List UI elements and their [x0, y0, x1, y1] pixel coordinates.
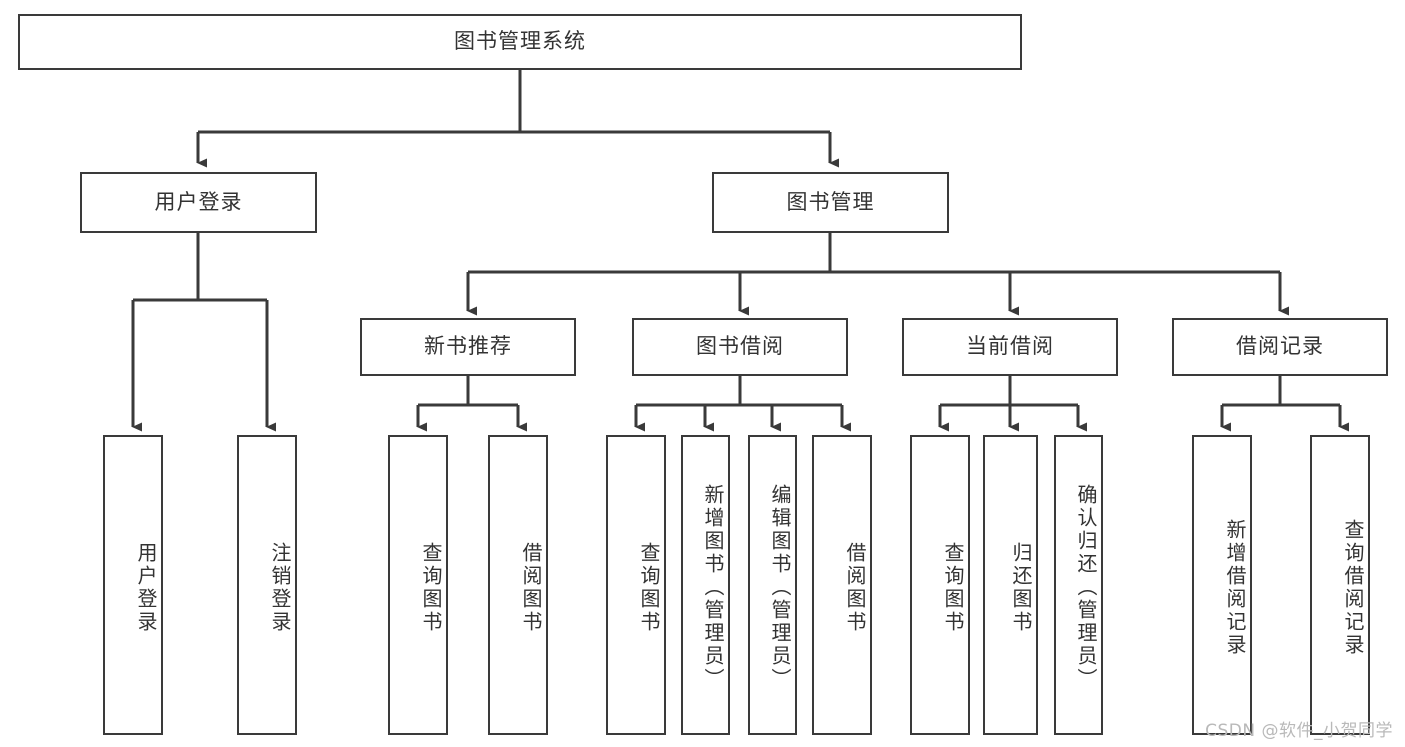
node-leaf-query-book-1-label: 查询图书 — [419, 542, 443, 634]
node-book-borrow-label: 图书借阅 — [696, 334, 784, 359]
node-borrow-record[interactable]: 借阅记录 — [1172, 318, 1388, 376]
node-leaf-confirm-return-admin-label: 确认归还（管理员） — [1074, 483, 1098, 691]
node-current-borrow-label: 当前借阅 — [966, 334, 1054, 359]
node-current-borrow[interactable]: 当前借阅 — [902, 318, 1118, 376]
node-leaf-add-borrow-record-label: 新增借阅记录 — [1223, 519, 1247, 657]
node-leaf-borrow-book-1[interactable]: 借阅图书 — [488, 435, 548, 735]
node-leaf-query-borrow-record-label: 查询借阅记录 — [1341, 519, 1365, 657]
node-leaf-query-book-3-label: 查询图书 — [941, 542, 965, 634]
node-user-login-label: 用户登录 — [154, 189, 243, 214]
watermark-text: CSDN @软件_小贺同学 — [1205, 721, 1393, 741]
node-leaf-edit-book-admin[interactable]: 编辑图书（管理员） — [748, 435, 797, 735]
node-leaf-query-borrow-record[interactable]: 查询借阅记录 — [1310, 435, 1370, 735]
node-borrow-record-label: 借阅记录 — [1236, 334, 1324, 359]
node-leaf-borrow-book-1-label: 借阅图书 — [519, 542, 543, 634]
node-leaf-edit-book-admin-label: 编辑图书（管理员） — [768, 483, 792, 691]
node-leaf-user-login[interactable]: 用户登录 — [103, 435, 163, 735]
node-leaf-user-login-label: 用户登录 — [134, 542, 158, 634]
node-book-management[interactable]: 图书管理 — [712, 172, 949, 233]
node-leaf-return-book[interactable]: 归还图书 — [983, 435, 1038, 735]
node-user-login[interactable]: 用户登录 — [80, 172, 317, 233]
node-new-book-recommend-label: 新书推荐 — [424, 334, 512, 359]
node-leaf-borrow-book-2[interactable]: 借阅图书 — [812, 435, 872, 735]
node-leaf-query-book-2[interactable]: 查询图书 — [606, 435, 666, 735]
node-root-label: 图书管理系统 — [454, 29, 586, 54]
node-leaf-query-book-3[interactable]: 查询图书 — [910, 435, 970, 735]
node-leaf-add-book-admin[interactable]: 新增图书（管理员） — [681, 435, 730, 735]
node-leaf-add-borrow-record[interactable]: 新增借阅记录 — [1192, 435, 1252, 735]
node-book-borrow[interactable]: 图书借阅 — [632, 318, 848, 376]
node-leaf-borrow-book-2-label: 借阅图书 — [843, 542, 867, 634]
node-leaf-confirm-return-admin[interactable]: 确认归还（管理员） — [1054, 435, 1103, 735]
node-book-management-label: 图书管理 — [786, 189, 875, 214]
node-leaf-query-book-1[interactable]: 查询图书 — [388, 435, 448, 735]
node-leaf-logout-login-label: 注销登录 — [268, 542, 292, 634]
node-leaf-query-book-2-label: 查询图书 — [637, 542, 661, 634]
node-leaf-logout-login[interactable]: 注销登录 — [237, 435, 297, 735]
node-leaf-return-book-label: 归还图书 — [1009, 542, 1033, 634]
node-leaf-add-book-admin-label: 新增图书（管理员） — [701, 483, 725, 691]
node-new-book-recommend[interactable]: 新书推荐 — [360, 318, 576, 376]
node-root[interactable]: 图书管理系统 — [18, 14, 1022, 70]
